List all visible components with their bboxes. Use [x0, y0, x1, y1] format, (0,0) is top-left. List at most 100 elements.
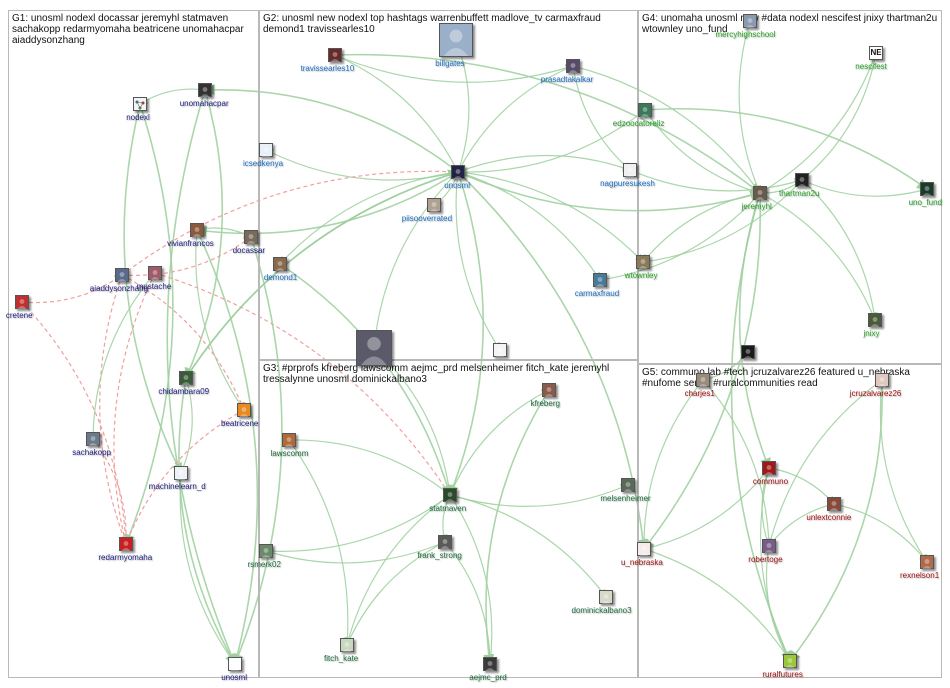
group-label-g2: G2: unosml new nodexl top hashtags warre… [263, 13, 601, 35]
avatar-silhouette [342, 642, 352, 652]
edge-frank_strong-to-aejmc_prd [444, 541, 495, 666]
nodexl-glyph [135, 100, 145, 110]
avatar-silhouette [88, 436, 98, 446]
avatar-icon [228, 657, 242, 671]
group-box-g5 [638, 364, 942, 678]
node-label-ruralfutures: ruralfutures [762, 670, 803, 679]
edge-nagpuresukesh-to-thartman2u [629, 169, 804, 192]
avatar-silhouette [785, 658, 795, 668]
edge-unosml-to-travissearles10 [333, 54, 459, 173]
edge-unosml-to-statmaven [448, 171, 484, 497]
avatar-icon [438, 535, 452, 549]
avatar-silhouette [176, 470, 186, 480]
node-label-mustache: mustache [136, 282, 172, 291]
avatar-icon [593, 273, 607, 287]
node-label-docassar: docassar [232, 246, 266, 255]
avatar-silhouette [495, 347, 505, 357]
avatar-icon [119, 537, 133, 551]
edge-jcruzalvarez26-to-ruralfutures [789, 379, 883, 663]
edge-frank_strong-to-fitch_kate [346, 541, 446, 647]
edge-unosml-to-nagpuresukesh [457, 154, 632, 173]
edge-jeremyhl-to-u_nebraska [643, 192, 762, 551]
node-label-unomahacpar: unomahacpar [179, 99, 229, 108]
node-label-vivianfrancos: vivianfrancos [167, 239, 214, 248]
node-label-beatricene: beatricene [221, 419, 259, 428]
node-label-rsmerk02: rsmerk02 [247, 560, 281, 569]
avatar-silhouette [639, 546, 649, 556]
node-label-dominickalbano3: dominickalbano3 [571, 606, 632, 615]
avatar-icon [783, 654, 797, 668]
node-label-nodexl: nodexl [126, 113, 150, 122]
edge-nodexl-to-redarmyomaha [124, 103, 174, 546]
node-label-aiaddysonzhang: aiaddysonzhang [89, 284, 149, 293]
node-label-carmaxfraud: carmaxfraud [574, 289, 620, 298]
edge-jeremyhl-to-wtownley [642, 192, 761, 263]
avatar-silhouette [829, 501, 839, 511]
avatar-icon [623, 163, 637, 177]
avatar-silhouette [640, 107, 650, 117]
node-label-jnixy: jnixy [863, 329, 880, 338]
group-box-g1 [8, 10, 259, 678]
avatar-icon [356, 330, 392, 366]
avatar-icon [743, 14, 757, 28]
avatar-icon [259, 544, 273, 558]
edge-chidambara09-to-unosml [185, 169, 460, 379]
avatar-icon [148, 266, 162, 280]
avatar-icon [328, 48, 342, 62]
edge-unosml-to-wtownley [457, 171, 644, 263]
edge-u_nebraska-to-ruralfutures [643, 548, 791, 663]
edge-lawscomm-to-fitch_kate [288, 439, 352, 647]
edge-unosml-to-edzoocatoreliz [457, 109, 646, 173]
avatar-silhouette [192, 227, 202, 237]
edge-vivianfrancos-to-unosml_g1 [196, 229, 259, 666]
node-label-rexnelson1: rexnelson1 [900, 571, 940, 580]
node-label-thartman2u: thartman2u [779, 189, 820, 198]
avatar-silhouette [745, 18, 755, 28]
edge-mustache-to-redarmyomaha [113, 272, 156, 546]
edge-unosml-to-prasadtakalkar [457, 64, 575, 173]
node-label-lawscomm: lawscomm [270, 449, 309, 458]
edge-unosml-to-demond1 [279, 171, 459, 265]
edge-mustache-to-sachakopp [88, 272, 156, 441]
edge-charjes1-to-robertoge [702, 379, 773, 548]
node-label-nagpuresukesh: nagpuresukesh [600, 179, 655, 188]
group-box-g2 [259, 10, 638, 360]
edge-edzoocatoreliz-to-uno_fund [644, 107, 929, 190]
avatar-silhouette [230, 661, 240, 671]
edge-sachakopp-to-redarmyomaha [92, 438, 131, 546]
edge-aiaddysonzhang-to-docassar [121, 236, 252, 276]
avatar-silhouette [275, 261, 285, 271]
edge-thartman2u-to-wtownley [641, 179, 803, 266]
edge-statmaven-to-aejmc_prd [449, 494, 495, 666]
group-label-g4: G4: unomaha unosml new #data nodexl nesc… [642, 13, 938, 35]
avatar-icon [483, 657, 497, 671]
ne-logo-text: NE [870, 48, 882, 57]
avatar-silhouette [181, 375, 191, 385]
edge-cretene-to-redarmyomaha [21, 301, 130, 546]
avatar-icon [86, 432, 100, 446]
group-box-g4 [638, 10, 942, 364]
avatar-silhouette [922, 559, 932, 569]
avatar-icon [762, 539, 776, 553]
edge-chidambara09-to-unosml_g1 [178, 377, 236, 666]
avatar-icon [237, 403, 251, 417]
edge-travissearles10-to-jeremyhl [334, 53, 762, 194]
avatar-icon [190, 223, 204, 237]
edge-carmaxfraud-to-jeremyhl [599, 192, 761, 281]
node-label-statmaven: statmaven [429, 504, 467, 513]
avatar-icon [282, 433, 296, 447]
node-label-fitch_kate: fitch_kate [324, 654, 359, 663]
avatar-icon [174, 466, 188, 480]
avatar-icon [621, 478, 635, 492]
edge-nodexl-to-machinelearn_d [123, 103, 182, 475]
avatar-silhouette [601, 594, 611, 604]
avatar-silhouette [797, 177, 807, 187]
edge-mercyhighschool-to-jeremyhl [738, 20, 762, 195]
node-label-billgates: billgates [435, 59, 465, 68]
avatar-silhouette [568, 63, 578, 73]
node-label-kfreberg: kfreberg [530, 399, 560, 408]
group-box-g3 [259, 360, 638, 678]
avatar-icon [443, 488, 457, 502]
avatar-silhouette [17, 299, 27, 309]
node-label-machinelearn_d: machinelearn_d [148, 482, 206, 491]
